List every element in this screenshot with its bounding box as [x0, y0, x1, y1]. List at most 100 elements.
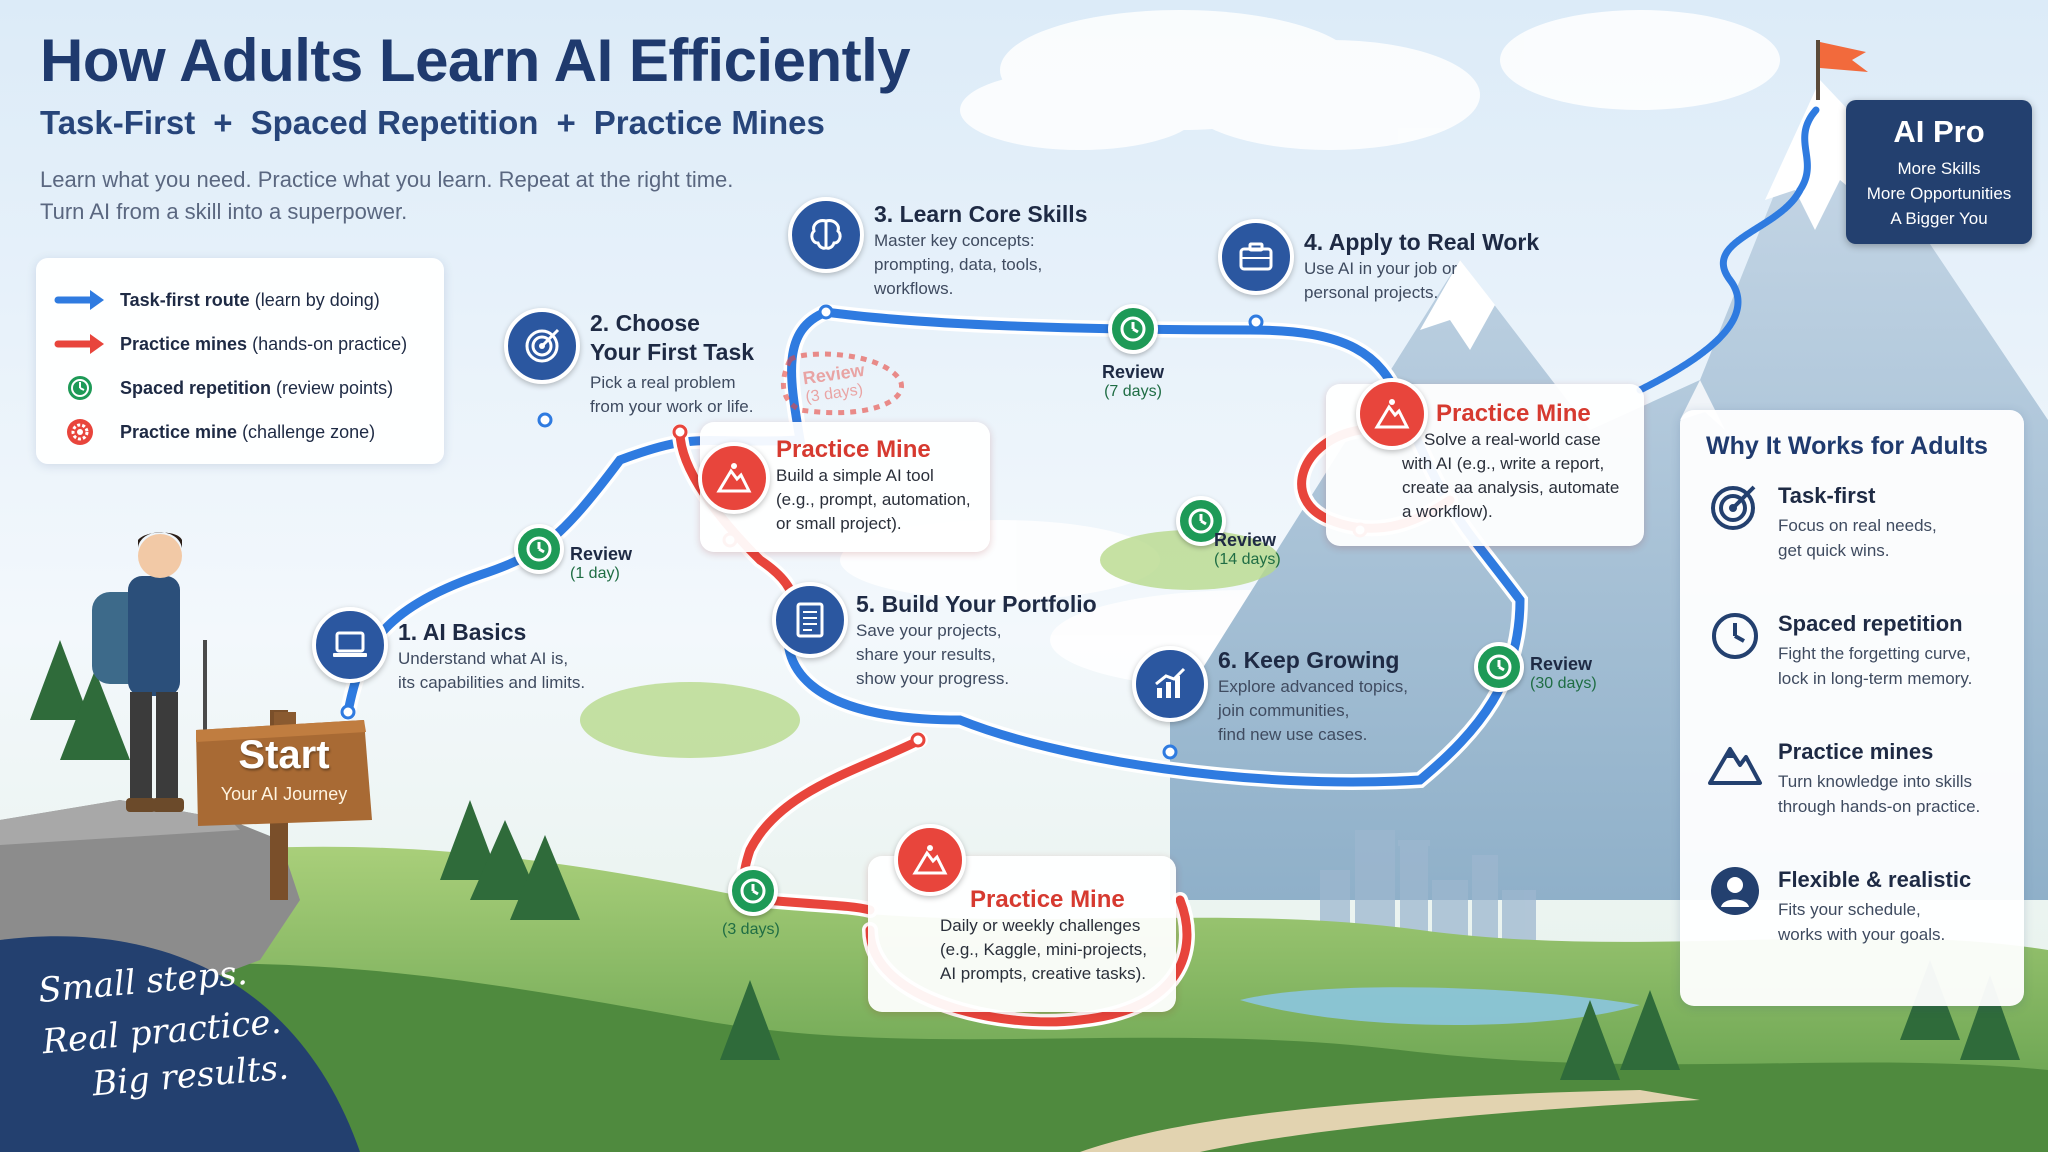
review-point-30-days: Review(30 days)	[1530, 654, 1597, 692]
step-2: 2. Choose Your First Task Pick a real pr…	[590, 309, 754, 419]
step-title: 3. Learn Core Skills	[874, 201, 1088, 227]
step-desc-line: personal projects.	[1304, 283, 1439, 302]
step-title: 6. Keep Growing	[1218, 647, 1400, 673]
road	[1080, 1090, 1700, 1152]
laptop-icon	[312, 607, 388, 683]
legend-item-practice-mines: Practice mines (hands-on practice)	[54, 322, 426, 366]
why-item-spaced-repetition: Spaced repetition Fight the forgetting c…	[1706, 605, 1998, 733]
ai-pro-title: AI Pro	[1893, 114, 1985, 149]
why-item-desc-line: get quick wins.	[1778, 541, 1890, 560]
step-title: 1. AI Basics	[398, 619, 527, 645]
tagline-line-1: Learn what you need. Practice what you l…	[40, 167, 734, 192]
brain-icon	[788, 197, 864, 273]
why-item-desc-line: Turn knowledge into skills	[1778, 772, 1973, 791]
step-desc-line: Use AI in your job or	[1304, 259, 1458, 278]
mine-desc-line: AI prompts, creative tasks).	[940, 964, 1146, 983]
summit-path	[1636, 106, 1820, 394]
mine-desc-line: with AI (e.g., write a report,	[1402, 454, 1605, 473]
mine-desc-line: (e.g., Kaggle, mini-projects,	[940, 940, 1147, 959]
start-sign	[196, 710, 372, 900]
mine-desc-line: create aa analysis, automate	[1402, 478, 1620, 497]
mine-title: Practice Mine	[776, 436, 931, 463]
why-item-desc-line: Focus on real needs,	[1778, 516, 1937, 535]
practice-mine-3: Practice Mine Daily or weekly challenges…	[940, 886, 1147, 986]
step-desc-line: Master key concepts:	[874, 231, 1035, 250]
ai-pro-summit-box: AI Pro More Skills More Opportunities A …	[1846, 100, 2032, 244]
subtitle-task-first: Task-First	[40, 104, 196, 141]
blue-route-line	[343, 307, 1525, 787]
tagline-line-2: Turn AI from a skill into a superpower.	[40, 199, 408, 224]
step-desc-line: from your work or life.	[590, 397, 754, 416]
legend-item-spaced-repetition: Spaced repetition (review points)	[54, 366, 426, 410]
why-it-works-panel: Why It Works for Adults Task-first Focus…	[1680, 410, 2024, 1006]
step-3: 3. Learn Core Skills Master key concepts…	[874, 200, 1087, 301]
mine-desc-line: Daily or weekly challenges	[940, 916, 1141, 935]
mine-volcano-icon	[698, 442, 770, 514]
step-title: 4. Apply to Real Work	[1304, 229, 1540, 255]
legend-item-practice-mine: Practice mine (challenge zone)	[54, 410, 426, 454]
review-clock-icon	[728, 866, 778, 916]
review-point-3-days: (3 days)	[722, 921, 780, 938]
why-item-practice-mines: Practice mines Turn knowledge into skill…	[1706, 733, 1998, 861]
step-desc-line: Pick a real problem	[590, 373, 736, 392]
blue-arrow-icon	[54, 290, 104, 310]
start-sign-subtitle: Your AI Journey	[220, 784, 348, 804]
practice-mine-2: Practice Mine Solve a real-world case wi…	[1402, 400, 1619, 524]
slogan-corner	[0, 936, 360, 1152]
mountain-icon	[1708, 747, 1762, 785]
review-clock-icon	[1176, 496, 1226, 546]
mine-volcano-icon	[1356, 378, 1428, 450]
review-clock-icon	[514, 524, 564, 574]
ai-pro-line: More Opportunities	[1866, 184, 2012, 203]
subtitle-spaced-repetition: Spaced Repetition	[250, 104, 539, 141]
step-desc-line: find new use cases.	[1218, 725, 1368, 744]
mine-desc-line: Solve a real-world case	[1424, 430, 1601, 449]
ai-pro-line: A Bigger You	[1890, 209, 1988, 228]
step-desc-line: show your progress.	[856, 669, 1010, 688]
step-1: 1. AI Basics Understand what AI is, its …	[398, 618, 585, 695]
why-item-desc-line: through hands-on practice.	[1778, 797, 1981, 816]
mine-volcano-icon	[894, 824, 966, 896]
target-icon	[1711, 485, 1756, 530]
step-6: 6. Keep Growing Explore advanced topics,…	[1218, 646, 1408, 747]
faint-review-label: Review(3 days)	[801, 359, 866, 407]
why-item-desc-line: Fight the forgetting curve,	[1778, 644, 1971, 663]
why-item-title: Practice mines	[1778, 739, 1934, 764]
step-desc-line: Understand what AI is,	[398, 649, 569, 668]
step-4: 4. Apply to Real Work Use AI in your job…	[1304, 228, 1539, 305]
mine-desc-line: (e.g., prompt, automation,	[776, 490, 971, 509]
why-title: Why It Works for Adults	[1706, 432, 1988, 460]
mine-desc-line: Build a simple AI tool	[776, 466, 934, 485]
step-desc-line: prompting, data, tools,	[874, 255, 1043, 274]
review-point-7-days: Review(7 days)	[1101, 362, 1165, 400]
page-subtitle: Task-First + Spaced Repetition + Practice Mi…	[40, 104, 825, 142]
subtitle-plus: +	[213, 104, 233, 141]
clock-icon	[1712, 613, 1758, 659]
review-point-1-day: Review(1 day)	[570, 544, 633, 582]
mine-desc-line: or small project).	[776, 514, 902, 533]
red-gear-icon	[67, 419, 93, 445]
subtitle-plus: +	[556, 104, 576, 141]
why-item-task-first: Task-first Focus on real needs, get quic…	[1706, 477, 1998, 605]
legend-panel: Task-first route (learn by doing) Practi…	[36, 258, 444, 464]
step-title-line: Your First Task	[590, 339, 755, 365]
subtitle-practice-mines: Practice Mines	[593, 104, 825, 141]
summit-flag	[1816, 40, 1868, 100]
review-point-14-days: Review(14 days)	[1214, 530, 1281, 568]
why-item-flexible: Flexible & realistic Fits your schedule,…	[1706, 861, 1998, 989]
step-desc-line: Save your projects,	[856, 621, 1002, 640]
step-desc-line: share your results,	[856, 645, 996, 664]
step-title-line: 2. Choose	[590, 310, 700, 336]
step-desc-line: its capabilities and limits.	[398, 673, 586, 692]
why-item-desc-line: works with your goals.	[1778, 925, 1946, 944]
step-5: 5. Build Your Portfolio Save your projec…	[856, 590, 1097, 691]
start-sign-title: Start	[238, 733, 330, 777]
legend-item-task-first: Task-first route (learn by doing)	[54, 278, 426, 322]
why-item-title: Spaced repetition	[1778, 611, 1963, 636]
target-icon	[504, 308, 580, 384]
green-clock-icon	[66, 374, 94, 402]
why-item-desc-line: Fits your schedule,	[1778, 900, 1921, 919]
review-clock-icon	[1108, 304, 1158, 354]
lake	[1240, 987, 1640, 1025]
red-arrow-icon	[54, 334, 104, 354]
